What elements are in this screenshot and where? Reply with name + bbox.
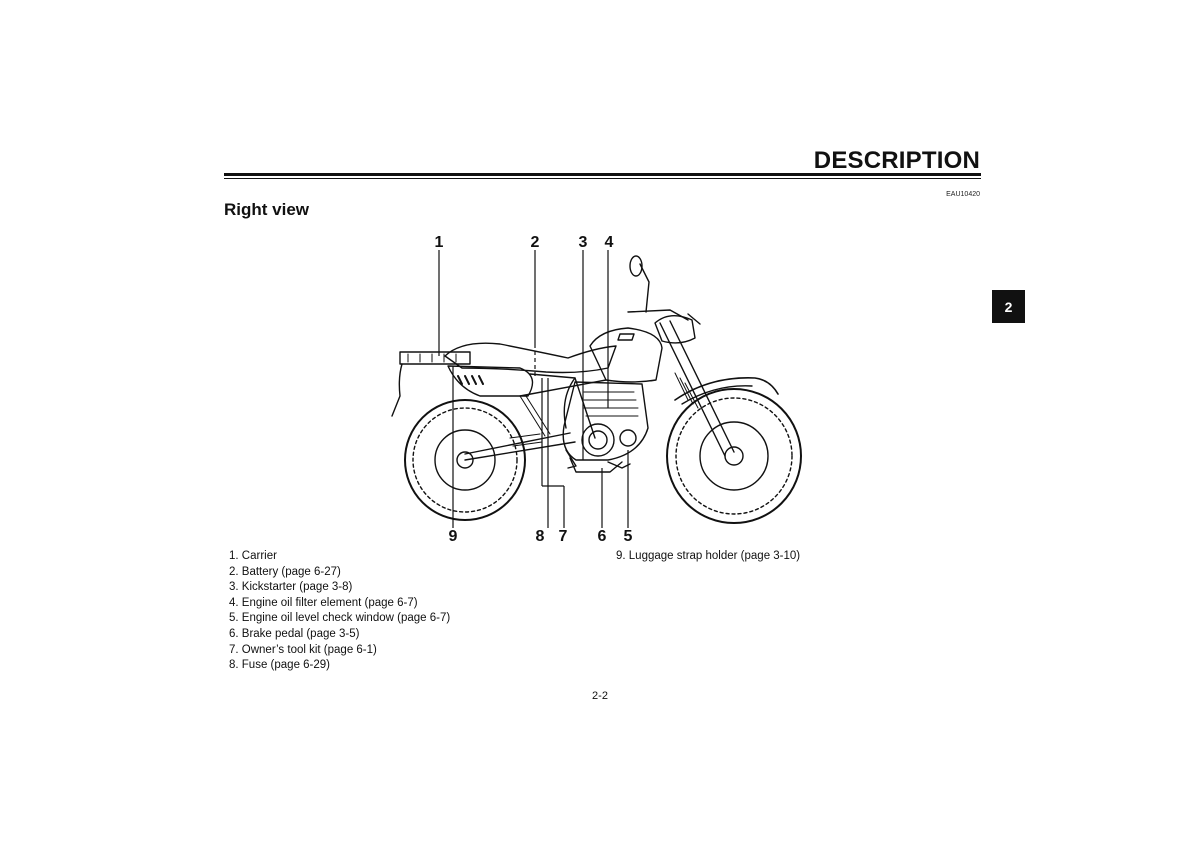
- engine: [562, 381, 649, 473]
- parts-list-left: 1. Carrier 2. Battery (page 6-27) 3. Kic…: [229, 549, 450, 674]
- callout-6: 6: [598, 528, 607, 545]
- callout-4: 4: [605, 234, 614, 251]
- parts-list-item: 1. Carrier: [229, 550, 277, 562]
- callout-2: 2: [531, 234, 540, 251]
- parts-list-item: 3. Kickstarter (page 3-8): [229, 581, 353, 594]
- subheading: Right view: [224, 200, 310, 219]
- front-wheel: [666, 388, 802, 524]
- parts-list-right: 9. Luggage strap holder (page 3-10): [616, 549, 800, 565]
- callout-8: 8: [536, 528, 545, 545]
- document-code: EAU10420: [946, 191, 980, 198]
- parts-list-item: 5. Engine oil level check window (page 6…: [229, 612, 451, 625]
- callout-3: 3: [579, 234, 588, 251]
- section-title: DESCRIPTION: [813, 147, 980, 174]
- chapter-tab: 2: [992, 290, 1025, 323]
- header-rule-thin: [224, 178, 981, 179]
- callout-5: 5: [624, 528, 633, 545]
- rear-wheel: [404, 399, 526, 521]
- parts-list-item: 2. Battery (page 6-27): [229, 565, 341, 578]
- callout-1: 1: [435, 234, 444, 251]
- header-rule-thick: [224, 173, 981, 176]
- callout-7: 7: [559, 528, 568, 545]
- parts-list-item: 8. Fuse (page 6-29): [229, 659, 331, 672]
- parts-list-item: 6. Brake pedal (page 3-5): [229, 627, 360, 640]
- page-number: 2-2: [592, 690, 608, 702]
- callout-9: 9: [449, 528, 458, 545]
- parts-list-item: 9. Luggage strap holder (page 3-10): [616, 550, 801, 562]
- parts-list-item: 4. Engine oil filter element (page 6-7): [229, 596, 418, 609]
- parts-list-item: 7. Owner’s tool kit (page 6-1): [229, 643, 377, 656]
- motorcycle-right-view-illustration: 1 2 3 4 9 8 7 6 5: [391, 234, 802, 545]
